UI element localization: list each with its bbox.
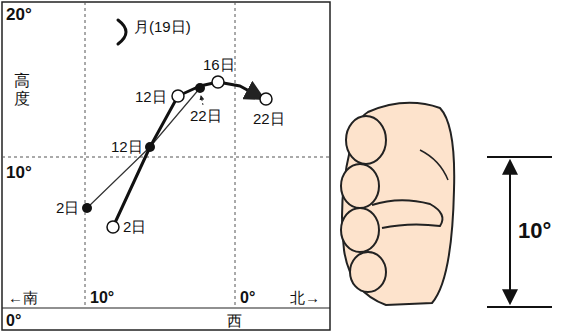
position-dot xyxy=(145,142,155,152)
moon-label: 月(19日) xyxy=(134,18,191,35)
position-circle xyxy=(212,76,224,88)
horizon-line xyxy=(2,307,330,308)
path-line xyxy=(87,88,200,208)
moon-crescent xyxy=(118,20,126,44)
axis-title: 高度 xyxy=(14,72,30,107)
direction-label: ←南 xyxy=(8,289,38,306)
leader-line xyxy=(201,96,203,105)
date-label: 2日 xyxy=(56,199,79,216)
date-label: 12日 xyxy=(111,138,143,155)
date-label: 22日 xyxy=(190,107,222,124)
date-label: 2日 xyxy=(123,218,146,235)
date-label: 22日 xyxy=(253,110,285,127)
axis-value: 0° xyxy=(240,289,255,307)
position-circle xyxy=(107,221,119,233)
scale-bar xyxy=(487,156,552,158)
direction-label: 北→ xyxy=(290,289,320,306)
chart-frame xyxy=(2,2,330,330)
scale-bar xyxy=(487,306,552,308)
direction-label: 西 xyxy=(227,312,242,329)
scale-value: 10° xyxy=(518,218,551,243)
axis-value: 20° xyxy=(6,5,32,25)
position-circle xyxy=(172,90,184,102)
position-dot xyxy=(195,83,205,93)
position-dot xyxy=(82,203,92,213)
date-label: 12日 xyxy=(135,88,167,105)
grid-line xyxy=(85,2,86,308)
grid-line xyxy=(235,2,236,308)
fist-illustration xyxy=(341,103,454,305)
scale-arrow xyxy=(509,162,511,302)
axis-value: 0° xyxy=(6,312,21,330)
axis-value: 10° xyxy=(90,289,114,307)
grid-line xyxy=(2,157,330,158)
position-circle xyxy=(260,93,272,105)
date-label: 16日 xyxy=(203,56,235,73)
axis-value: 10° xyxy=(6,163,32,183)
